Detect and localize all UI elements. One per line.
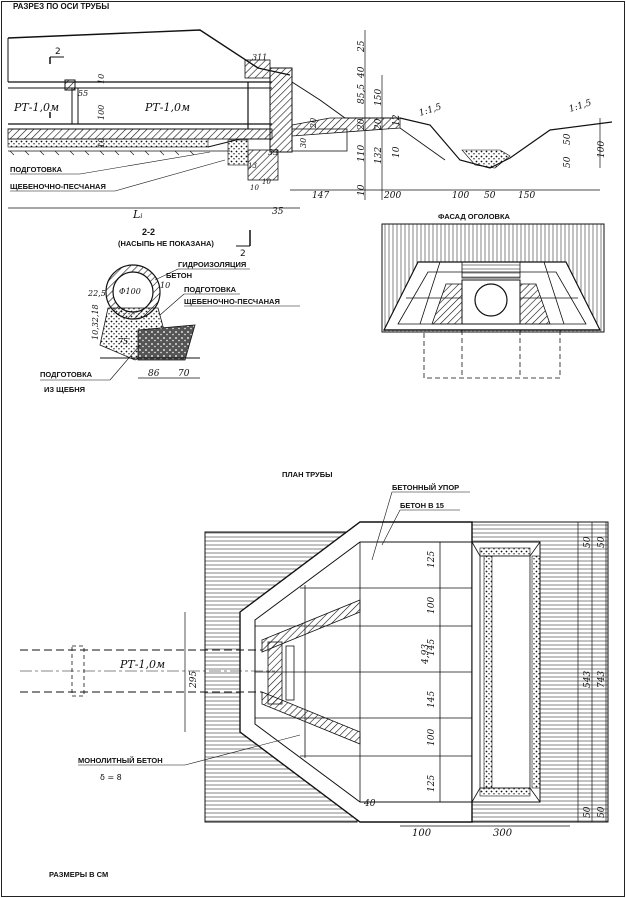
gravel-bed: [137, 324, 196, 361]
units-note: РАЗМЕРЫ В СМ: [49, 870, 108, 879]
diameter-label: Φ100: [119, 287, 141, 296]
section-along-axis: РАЗРЕЗ ПО ОСИ ТРУБЫ: [7, 2, 613, 221]
section-2-2: 2-2 (НАСЫПЬ НЕ ПОКАЗАНА) 2 Φ100 22,5 10 …: [40, 227, 300, 394]
svg-text:150: 150: [374, 89, 384, 106]
svg-text:20: 20: [309, 118, 318, 129]
svg-text:100: 100: [597, 141, 607, 158]
svg-text:150: 150: [518, 191, 535, 201]
svg-text:100: 100: [412, 828, 432, 839]
concrete-stop-label: БЕТОННЫЙ УПОР: [392, 483, 459, 492]
gravel-layer: [7, 138, 209, 148]
svg-text:40: 40: [357, 66, 367, 79]
svg-text:100: 100: [427, 597, 437, 614]
slope-right: 1:1,5: [568, 98, 593, 115]
svg-text:50: 50: [484, 191, 496, 201]
svg-text:20: 20: [374, 118, 384, 131]
svg-text:10: 10: [250, 184, 259, 192]
svg-text:300: 300: [493, 828, 513, 839]
facade-headwall: ФАСАД ОГОЛОВКА: [381, 212, 605, 379]
svg-text:50: 50: [583, 806, 593, 818]
svg-text:4,93: 4,93: [421, 644, 431, 665]
svg-text:100: 100: [97, 105, 106, 120]
svg-text:12: 12: [392, 114, 402, 126]
cut-mark-top: 2: [55, 47, 61, 57]
cutoff-wall: [247, 149, 279, 181]
concrete-label: БЕТОН: [166, 271, 192, 280]
section-22-note: (НАСЫПЬ НЕ ПОКАЗАНА): [118, 239, 214, 248]
svg-text:22,5: 22,5: [87, 289, 106, 298]
monolithic-concrete-label: МОНОЛИТНЫЙ БЕТОН: [78, 756, 163, 765]
svg-text:20: 20: [357, 118, 367, 131]
svg-text:200: 200: [383, 191, 401, 201]
plan-title: ПЛАН ТРУБЫ: [282, 470, 332, 479]
svg-text:10,32,18: 10,32,18: [91, 304, 100, 340]
svg-text:30: 30: [299, 138, 308, 148]
svg-text:33: 33: [268, 148, 278, 157]
section-22-title: 2-2: [142, 227, 155, 237]
svg-text:13: 13: [248, 162, 257, 170]
svg-text:25: 25: [357, 40, 367, 53]
svg-text:10: 10: [262, 178, 271, 186]
thickness-label: δ = 8: [100, 773, 122, 782]
prep-label-3: ПОДГОТОВКА: [40, 370, 93, 379]
svg-text:55: 55: [78, 89, 88, 98]
svg-text:35: 35: [272, 207, 284, 217]
svg-text:100: 100: [452, 191, 469, 201]
svg-text:10: 10: [392, 146, 402, 158]
section-axis-title: РАЗРЕЗ ПО ОСИ ТРУБЫ: [13, 2, 109, 11]
facade-pipe-opening: [474, 283, 508, 317]
svg-text:10: 10: [160, 281, 170, 290]
svg-text:10: 10: [97, 138, 106, 148]
svg-text:40: 40: [363, 799, 376, 809]
svg-text:110: 110: [357, 145, 367, 162]
waterproofing-label: ГИДРОИЗОЛЯЦИЯ: [178, 260, 246, 269]
length-li: Lᵢ: [132, 208, 143, 221]
svg-text:295: 295: [189, 671, 199, 689]
svg-text:50: 50: [563, 156, 573, 168]
svg-text:86: 86: [148, 369, 160, 379]
svg-text:70: 70: [178, 369, 190, 379]
plan-view: ПЛАН ТРУБЫ РТ-1: [20, 470, 609, 839]
concrete-foundation: [7, 128, 273, 140]
concrete-b15-label: БЕТОН В 15: [400, 501, 444, 510]
svg-text:50: 50: [563, 133, 573, 145]
svg-text:50: 50: [583, 536, 593, 548]
svg-text:147: 147: [312, 191, 329, 201]
svg-text:311: 311: [252, 53, 267, 62]
slope-left: 1:1,5: [418, 102, 443, 119]
svg-text:132: 132: [374, 147, 384, 164]
svg-text:743: 743: [597, 671, 607, 688]
svg-text:100: 100: [427, 729, 437, 746]
svg-text:75: 75: [118, 337, 128, 346]
gravel-sand-label-2: ЩЕБЕНОЧНО-ПЕСЧАНАЯ: [184, 297, 280, 306]
svg-text:10: 10: [97, 74, 106, 84]
prep-label-1: ПОДГОТОВКА: [10, 165, 63, 174]
pipe-plan-label: РТ-1,0м: [119, 658, 165, 671]
cut-mark-bottom: 2: [240, 249, 246, 259]
headwall: [269, 67, 293, 153]
facade-title: ФАСАД ОГОЛОВКА: [438, 212, 511, 221]
svg-text:50: 50: [597, 806, 607, 818]
svg-text:85,5: 85,5: [357, 84, 367, 104]
ditch-profile: [399, 117, 613, 169]
svg-text:125: 125: [427, 551, 437, 568]
svg-text:125: 125: [427, 775, 437, 792]
svg-text:543: 543: [583, 671, 593, 688]
from-gravel-label: ИЗ ЩЕБНЯ: [44, 385, 85, 394]
gravel-sand-label-1: ЩЕБЕНОЧНО-ПЕСЧАНАЯ: [10, 182, 106, 191]
svg-text:50: 50: [597, 536, 607, 548]
prep-label-2: ПОДГОТОВКА: [184, 285, 237, 294]
pipe-label-1: РТ-1,0м: [13, 101, 59, 114]
svg-text:145: 145: [427, 639, 437, 656]
svg-text:145: 145: [427, 691, 437, 708]
pipe-label-2: РТ-1,0м: [144, 101, 190, 114]
